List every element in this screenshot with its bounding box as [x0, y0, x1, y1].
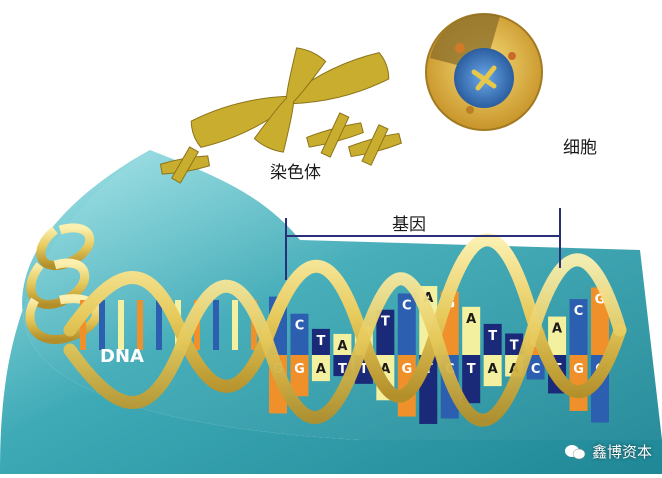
- base-14-bottom-letter: G: [573, 362, 584, 377]
- base-2-top-letter: T: [316, 334, 325, 349]
- chromosome-small-1: [306, 112, 364, 158]
- base-3-top-letter: A: [337, 339, 347, 354]
- base-2-bottom: [311, 355, 330, 382]
- cell-illustration: [425, 13, 543, 131]
- base-9-bottom: [462, 355, 481, 404]
- base-6-top-letter: C: [402, 298, 412, 313]
- base-2-bottom-letter: A: [316, 362, 326, 377]
- watermark-text: 鑫博资本: [591, 443, 652, 461]
- base-2-top: [311, 328, 330, 355]
- base-1-bottom-letter: G: [294, 362, 305, 377]
- base-5-top-letter: T: [381, 315, 390, 330]
- base-13-top: [548, 316, 567, 355]
- gene-bracket: [285, 208, 561, 280]
- base-5-top: [376, 309, 395, 355]
- base-9-bottom-letter: T: [467, 362, 476, 377]
- base-pair-small: [80, 300, 86, 350]
- base-4-bottom-letter: T: [359, 362, 368, 377]
- base-7-top-letter: A: [423, 291, 433, 306]
- base-13-top-letter: A: [552, 322, 562, 337]
- base-11-top-letter: T: [510, 338, 519, 353]
- base-6-top: [397, 293, 416, 355]
- base-12-bottom: [526, 355, 545, 380]
- dna-base-plane: [0, 150, 662, 474]
- base-pair-small: [232, 300, 238, 350]
- base-10-bottom-letter: A: [488, 362, 498, 377]
- chromosome-label: 染色体: [270, 163, 321, 183]
- base-5-bottom-letter: A: [380, 362, 390, 377]
- chromosome-large: [190, 47, 390, 153]
- base-pair-small: [156, 300, 162, 350]
- wechat-icon: [564, 444, 586, 459]
- base-pair-small: [118, 300, 124, 350]
- backbone-strand-2: [63, 253, 627, 427]
- chromosome-small-2: [347, 124, 403, 166]
- base-15-top-letter: G: [595, 292, 606, 307]
- base-14-top-letter: C: [574, 304, 584, 319]
- base-9-top-letter: A: [466, 312, 476, 327]
- cell-label: 细胞: [563, 138, 597, 158]
- watermark: 鑫博资本: [564, 441, 652, 462]
- base-10-bottom: [483, 355, 502, 387]
- base-14-top: [569, 299, 588, 355]
- base-6-bottom-letter: G: [401, 362, 412, 377]
- gene-label: 基因: [392, 215, 426, 235]
- base-3-top: [333, 333, 352, 355]
- base-3-bottom-letter: T: [338, 362, 347, 377]
- base-1-bottom: [290, 355, 309, 397]
- dna-backbones: [63, 233, 627, 427]
- base-10-top-letter: T: [488, 329, 497, 344]
- chromosome-small-3: [159, 146, 211, 184]
- base-pair-small: [213, 300, 219, 350]
- base-pair-small: [99, 300, 105, 350]
- base-10-top: [483, 323, 502, 355]
- dna-label: DNA: [100, 346, 144, 367]
- base-1-top: [290, 313, 309, 355]
- base-1-top-letter: C: [295, 319, 305, 334]
- base-12-bottom-letter: C: [531, 362, 541, 377]
- base-pair-small: [137, 300, 143, 350]
- base-11-top: [505, 333, 524, 355]
- base-9-top: [462, 306, 481, 355]
